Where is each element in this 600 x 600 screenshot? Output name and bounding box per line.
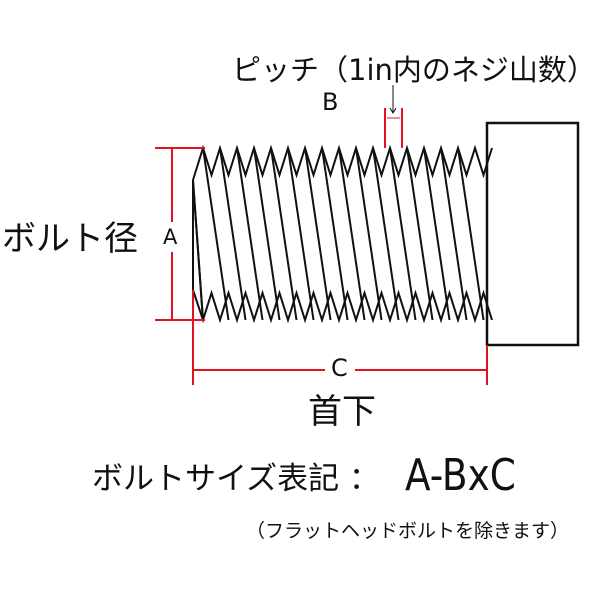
b-label: B — [322, 88, 339, 116]
thread-line — [321, 147, 349, 321]
thread-line — [304, 147, 332, 321]
pitch-label: ピッチ（1in内のネジ山数） — [232, 53, 596, 87]
notation-value: A-BxC — [405, 450, 516, 501]
thread-line — [423, 147, 451, 321]
thread-line — [253, 147, 281, 321]
thread-line — [202, 147, 230, 321]
notation-label: ボルトサイズ表記 ： — [92, 461, 380, 497]
thread-line — [219, 147, 247, 321]
under-head-label: 首下 — [308, 392, 376, 432]
thread-line — [287, 147, 315, 321]
thread-line — [406, 147, 434, 321]
thread-bottom-crests — [192, 289, 493, 324]
thread-line — [389, 147, 417, 321]
c-label: C — [331, 354, 348, 382]
a-label: A — [163, 225, 178, 249]
bolt-diameter-label: ボルト径 — [2, 219, 138, 259]
thread-line — [457, 147, 485, 321]
thread-line — [372, 147, 400, 321]
thread-line — [355, 147, 383, 321]
thread-line — [270, 147, 298, 321]
thread-line — [338, 147, 366, 321]
thread-line — [236, 147, 264, 321]
pitch-arrow-head-icon — [389, 107, 397, 114]
bolt-head — [485, 121, 580, 347]
note-label: （フラットヘッドボルトを除きます） — [246, 520, 570, 542]
thread-line — [440, 147, 468, 321]
thread-line — [192, 180, 204, 321]
